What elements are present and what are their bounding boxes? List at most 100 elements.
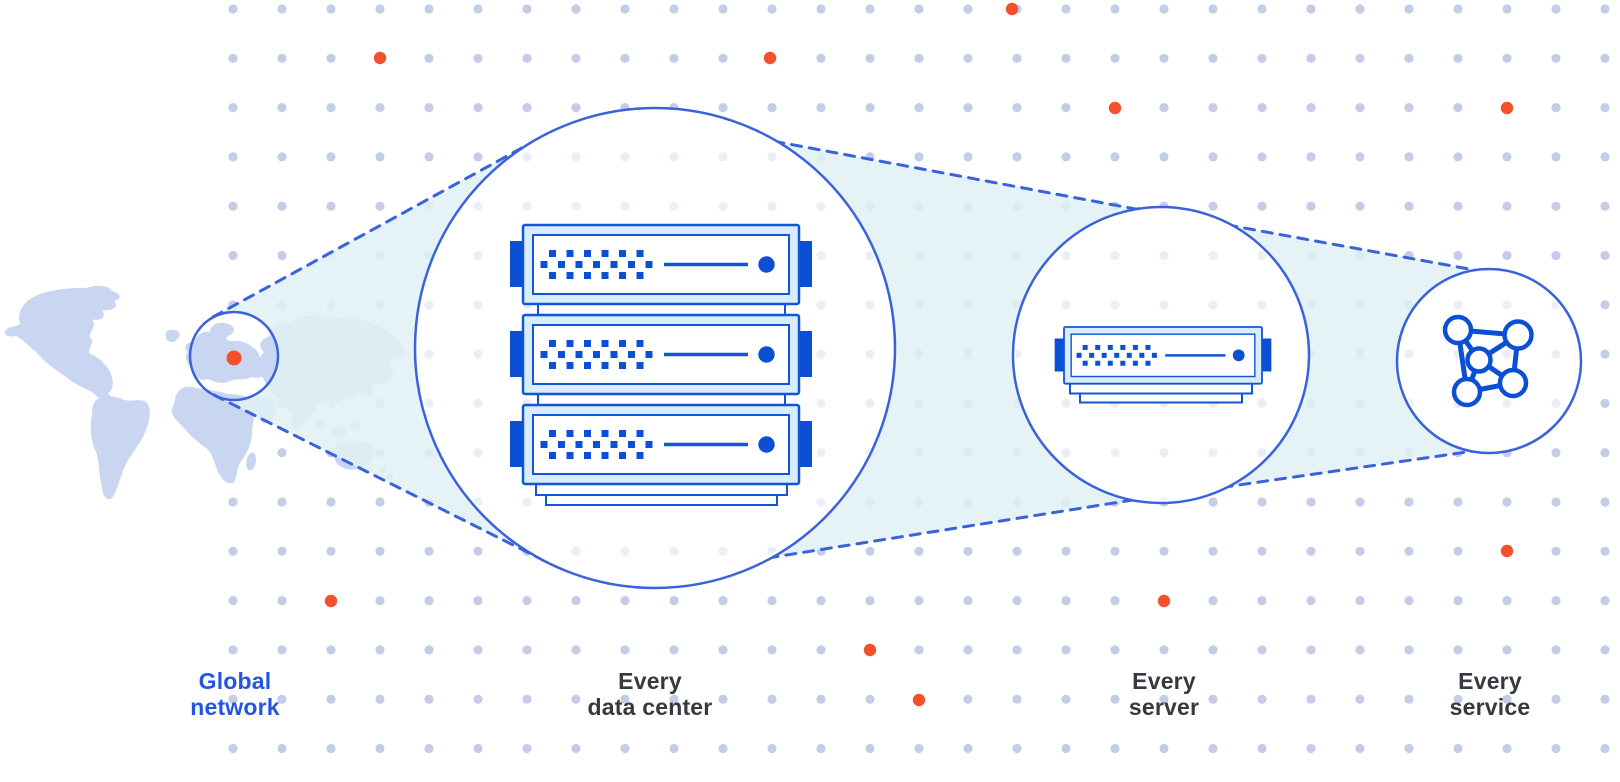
- grid-dot: [1257, 103, 1267, 113]
- grid-dot-faint: [1061, 398, 1071, 408]
- grid-dot: [1551, 546, 1561, 556]
- grid-dot: [1355, 53, 1365, 63]
- grid-dot: [767, 4, 777, 14]
- label-line: service: [1449, 694, 1531, 720]
- grid-dot-faint: [473, 349, 483, 359]
- grid-dot: [1453, 546, 1463, 556]
- label-line: Global: [198, 668, 272, 694]
- label-line: Every: [1132, 668, 1196, 694]
- grid-dot: [1600, 4, 1610, 14]
- grid-dot: [1306, 201, 1316, 211]
- grid-dot-faint: [1257, 398, 1267, 408]
- grid-dot: [1208, 546, 1218, 556]
- grid-dot: [669, 694, 679, 704]
- grid-dot-faint: [571, 201, 581, 211]
- grid-dot: [669, 596, 679, 606]
- grid-dot: [1600, 300, 1610, 310]
- grid-dot: [1453, 4, 1463, 14]
- vent-square: [1126, 352, 1132, 358]
- grid-dot: [375, 497, 385, 507]
- grid-dot: [277, 743, 287, 754]
- vent-square: [558, 351, 565, 358]
- grid-dot: [1110, 53, 1120, 63]
- grid-dot: [963, 546, 973, 556]
- vent-square: [628, 261, 635, 268]
- grid-dot: [1600, 53, 1610, 63]
- grid-dot: [1600, 201, 1610, 211]
- grid-dot: [865, 694, 875, 704]
- server-rack: [510, 223, 812, 506]
- grid-dot: [473, 4, 483, 14]
- grid-dot: [1502, 596, 1512, 606]
- vent-square: [593, 351, 600, 358]
- vent-square: [549, 250, 556, 257]
- vent-square: [549, 272, 556, 279]
- grid-dot: [326, 53, 336, 63]
- vent-square: [636, 362, 644, 369]
- grid-dot: [277, 448, 287, 458]
- grid-dot: [1306, 497, 1316, 507]
- grid-dot-faint: [816, 250, 826, 261]
- vent-square: [584, 430, 591, 437]
- grid-dot: [1404, 497, 1414, 507]
- grid-dot-faint: [1208, 300, 1218, 310]
- grid-dot: [424, 694, 434, 704]
- grid-dot: [473, 743, 483, 754]
- grid-dot: [1453, 596, 1463, 606]
- server-tab-left: [510, 421, 523, 467]
- grid-dot: [1012, 103, 1022, 113]
- grid-dot: [424, 152, 434, 162]
- grid-dot: [1600, 743, 1610, 754]
- continent-europe: [185, 322, 266, 383]
- grid-dot: [816, 694, 826, 704]
- rack-connector: [537, 303, 786, 316]
- grid-dot: [1453, 743, 1463, 754]
- grid-dot: [963, 645, 973, 655]
- grid-dot: [963, 743, 973, 754]
- accent-dot: [863, 643, 877, 657]
- grid-dot: [326, 645, 336, 655]
- grid-dot: [1110, 546, 1120, 556]
- grid-dot: [1061, 694, 1071, 704]
- accent-dot: [763, 51, 777, 65]
- grid-dot: [1061, 103, 1071, 113]
- grid-dot: [424, 645, 434, 655]
- grid-dot-faint: [718, 546, 728, 556]
- grid-dot: [914, 4, 924, 14]
- grid-dot: [522, 103, 532, 113]
- server-tab-right: [799, 241, 812, 287]
- grid-dot: [1208, 497, 1218, 507]
- vent-square: [1107, 344, 1113, 350]
- grid-dot: [1453, 103, 1463, 113]
- server-status-dot: [758, 346, 775, 363]
- server-faceplate: [532, 234, 790, 295]
- accent-dot: [1500, 101, 1514, 115]
- grid-dot: [669, 4, 679, 14]
- grid-dot: [620, 53, 630, 63]
- grid-dot: [1404, 546, 1414, 556]
- grid-dot: [473, 546, 483, 556]
- grid-dot: [669, 53, 679, 63]
- grid-dot-faint: [1159, 250, 1169, 261]
- server-tab-right: [799, 421, 812, 467]
- label-line: server: [1128, 694, 1200, 720]
- vent-square: [601, 362, 609, 369]
- grid-dot-faint: [1208, 448, 1218, 458]
- grid-dot: [1551, 53, 1561, 63]
- grid-dot: [1502, 152, 1512, 162]
- grid-dot-faint: [522, 201, 532, 211]
- grid-dot: [1600, 497, 1610, 507]
- grid-dot: [522, 694, 532, 704]
- vent-square: [540, 261, 548, 268]
- grid-dot: [963, 694, 973, 704]
- grid-dot-faint: [816, 448, 826, 458]
- grid-dot-faint: [718, 201, 728, 211]
- vent-square: [610, 441, 618, 448]
- label-global-network: Global network: [115, 668, 355, 720]
- grid-dot-faint: [669, 152, 679, 162]
- grid-dot-faint: [865, 300, 875, 310]
- vent-square: [1107, 360, 1113, 366]
- grid-dot: [1600, 398, 1610, 408]
- grid-dot: [1306, 152, 1316, 162]
